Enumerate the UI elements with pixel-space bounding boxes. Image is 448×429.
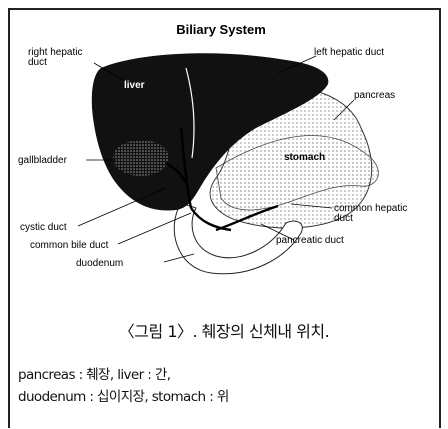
translation-legend: pancreas : 췌장, liver : 간, duodenum : 십이지… <box>18 364 229 408</box>
label-common-hepatic-duct-2: duct <box>334 213 353 224</box>
label-left-hepatic-duct: left hepatic duct <box>314 47 384 58</box>
label-stomach: stomach <box>284 152 325 163</box>
legend-line-1: pancreas : 췌장, liver : 간, <box>18 364 229 386</box>
label-pancreatic-duct: pancreatic duct <box>276 235 344 246</box>
biliary-system-diagram: Biliary System right hepatic duc <box>16 18 426 298</box>
legend-line-2: duodenum : 십이지장, stomach : 위 <box>18 386 229 408</box>
label-gallbladder: gallbladder <box>18 155 68 166</box>
label-cystic-duct: cystic duct <box>20 222 67 233</box>
figure-caption: 〈그림 1〉. 췌장의 신체내 위치. <box>0 318 448 342</box>
label-liver: liver <box>124 80 145 91</box>
diagram-title: Biliary System <box>176 22 266 37</box>
label-common-bile-duct: common bile duct <box>30 240 109 251</box>
label-duodenum: duodenum <box>76 258 123 269</box>
label-pancreas: pancreas <box>354 90 395 101</box>
label-right-hepatic-duct-2: duct <box>28 57 47 68</box>
gallbladder-shape <box>113 140 169 176</box>
